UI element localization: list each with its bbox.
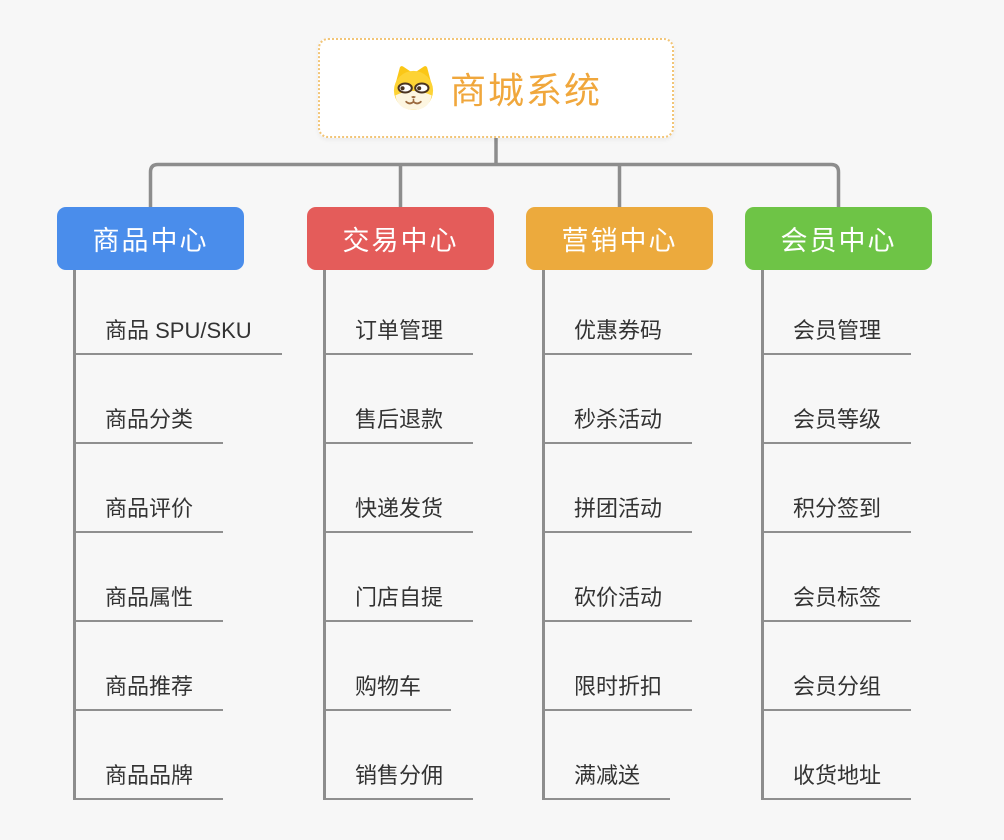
topic-node[interactable]: 优惠券码: [545, 313, 693, 355]
branch-node-trade-center[interactable]: 交易中心: [307, 207, 494, 270]
leaf-row: 商品 SPU/SKU: [76, 270, 282, 355]
branch-rail-line: [148, 162, 841, 207]
leaf-row: 商品推荐: [76, 622, 282, 711]
root-title: 商城系统: [449, 70, 602, 111]
topic-node[interactable]: 快递发货: [326, 491, 474, 533]
leaf-row: 限时折扣: [545, 622, 693, 711]
topic-node[interactable]: 商品品牌: [76, 758, 224, 800]
topic-node[interactable]: 限时折扣: [545, 669, 693, 711]
branch-column-member-center: 会员管理 会员等级 积分签到 会员标签 会员分组 收货地址: [761, 270, 912, 800]
branch-node-product-center[interactable]: 商品中心: [57, 207, 244, 270]
branch-node-marketing-center[interactable]: 营销中心: [526, 207, 713, 270]
topic-node[interactable]: 商品分类: [76, 402, 224, 444]
topic-node[interactable]: 积分签到: [764, 491, 912, 533]
leaf-row: 商品品牌: [76, 711, 282, 800]
topic-node[interactable]: 购物车: [326, 669, 452, 711]
leaf-row: 门店自提: [326, 533, 474, 622]
topic-node[interactable]: 拼团活动: [545, 491, 693, 533]
leaf-row: 会员等级: [764, 355, 912, 444]
topic-node[interactable]: 砍价活动: [545, 580, 693, 622]
leaf-row: 商品评价: [76, 444, 282, 533]
leaf-row: 收货地址: [764, 711, 912, 800]
topic-node[interactable]: 收货地址: [764, 758, 912, 800]
leaf-row: 商品分类: [76, 355, 282, 444]
topic-node[interactable]: 会员分组: [764, 669, 912, 711]
leaf-row: 秒杀活动: [545, 355, 693, 444]
topic-node[interactable]: 订单管理: [326, 313, 474, 355]
branch-column-trade-center: 订单管理 售后退款 快递发货 门店自提 购物车 销售分佣: [323, 270, 474, 800]
topic-node[interactable]: 商品 SPU/SKU: [76, 313, 282, 355]
leaf-row: 售后退款: [326, 355, 474, 444]
leaf-row: 砍价活动: [545, 533, 693, 622]
branch-node-member-center[interactable]: 会员中心: [745, 207, 932, 270]
dog-face-icon: [390, 65, 437, 112]
leaf-row: 会员分组: [764, 622, 912, 711]
leaf-row: 会员管理: [764, 270, 912, 355]
topic-node[interactable]: 商品属性: [76, 580, 224, 622]
leaf-row: 满减送: [545, 711, 692, 800]
leaf-row: 会员标签: [764, 533, 912, 622]
topic-node[interactable]: 会员等级: [764, 402, 912, 444]
leaf-row: 快递发货: [326, 444, 474, 533]
leaf-row: 订单管理: [326, 270, 474, 355]
leaf-row: 销售分佣: [326, 711, 474, 800]
leaf-row: 商品属性: [76, 533, 282, 622]
topic-node[interactable]: 门店自提: [326, 580, 474, 622]
branch-column-product-center: 商品 SPU/SKU 商品分类 商品评价 商品属性 商品推荐 商品品牌: [73, 270, 282, 800]
topic-node[interactable]: 商品推荐: [76, 669, 224, 711]
leaf-row: 拼团活动: [545, 444, 693, 533]
topic-node[interactable]: 满减送: [545, 758, 671, 800]
topic-node[interactable]: 售后退款: [326, 402, 474, 444]
topic-node[interactable]: 秒杀活动: [545, 402, 693, 444]
topic-node[interactable]: 会员管理: [764, 313, 912, 355]
topic-node[interactable]: 商品评价: [76, 491, 224, 533]
topic-node[interactable]: 销售分佣: [326, 758, 474, 800]
topic-node[interactable]: 会员标签: [764, 580, 912, 622]
root-node[interactable]: 商城系统: [318, 38, 674, 138]
leaf-row: 优惠券码: [545, 270, 693, 355]
leaf-row: 积分签到: [764, 444, 912, 533]
branch-column-marketing-center: 优惠券码 秒杀活动 拼团活动 砍价活动 限时折扣 满减送: [542, 270, 693, 800]
leaf-row: 购物车: [326, 622, 473, 711]
